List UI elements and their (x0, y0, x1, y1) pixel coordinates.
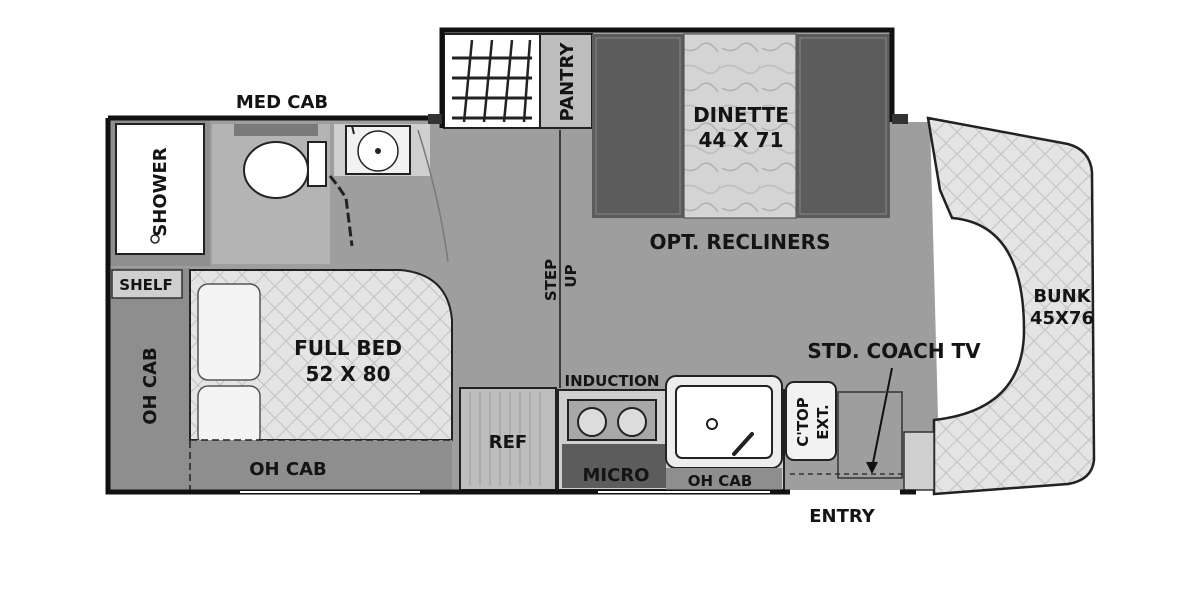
entry-label: ENTRY (809, 506, 876, 527)
oh-cab-left-label: OH CAB (140, 347, 161, 425)
pillow-1 (197, 283, 261, 381)
ref-label: REF (489, 432, 527, 453)
bunk (926, 116, 1096, 496)
ext-label: EXT. (814, 404, 832, 439)
bedroom: SHELF OH CAB FULL BED 52 X 80 OH CAB (108, 268, 453, 490)
micro-label: MICRO (583, 465, 650, 486)
pantry-label: PANTRY (557, 42, 578, 122)
std-coach-tv-label: STD. COACH TV (807, 339, 981, 363)
shower (115, 123, 205, 255)
burner-icon (617, 407, 647, 437)
bunk-label: BUNK (1033, 286, 1091, 307)
shower-label: SHOWER (150, 147, 171, 236)
pantry-area: PANTRY (443, 33, 593, 129)
dinette-size-label: 44 X 71 (698, 128, 783, 152)
oh-cab-bottom-label: OH CAB (249, 459, 327, 480)
pillow-2 (197, 385, 261, 447)
opt-recliners-label: OPT. RECLINERS (650, 230, 831, 254)
oh-cab-side (108, 268, 190, 490)
dinette-table (683, 33, 797, 219)
entry-step (837, 391, 903, 479)
bathroom: SHOWER (108, 118, 449, 266)
full-bed-size-label: 52 X 80 (305, 362, 390, 386)
dinette: DINETTE 44 X 71 (592, 33, 890, 219)
bunk-size-label: 45X76 (1030, 308, 1094, 329)
shower-drain-icon (150, 234, 160, 244)
faucet-icon (732, 432, 754, 456)
dinette-seat-left (592, 34, 684, 218)
full-bed-label: FULL BED (294, 336, 402, 360)
ctop-label: C'TOP (794, 397, 812, 447)
step-up-label-2: UP (562, 264, 580, 287)
dinette-seat-right (796, 34, 890, 218)
med-cab-label: MED CAB (236, 92, 328, 113)
oh-cab-kitchen (666, 468, 782, 490)
shelf (111, 269, 183, 299)
induction-label: INDUCTION (565, 372, 660, 390)
shelf-label: SHELF (119, 276, 172, 294)
oh-cab-bottom (190, 440, 452, 490)
galley: REF INDUCTION MICRO OH CAB C'TOP EXT. (459, 372, 837, 491)
step-up-label-1: STEP (542, 259, 560, 301)
toilet-icon (243, 141, 309, 199)
exterior-walls (105, 27, 916, 495)
bath-door (328, 175, 354, 247)
countertop-extension (785, 381, 837, 461)
oh-cab-kitchen-label: OH CAB (688, 472, 753, 490)
med-cab (234, 124, 318, 136)
dinette-label: DINETTE (693, 103, 789, 127)
burner-icon (577, 407, 607, 437)
kitchen-sink-icon (675, 385, 773, 459)
microwave (562, 444, 666, 488)
tv-arrow (871, 367, 893, 469)
